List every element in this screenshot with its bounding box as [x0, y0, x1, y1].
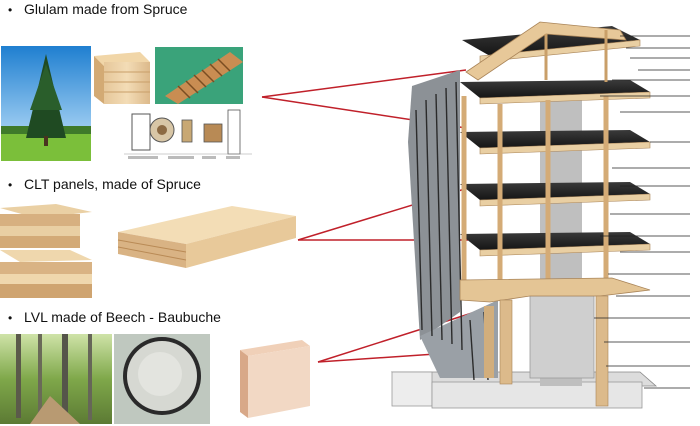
glulam-diagram-icon — [118, 104, 260, 164]
label-lvl: LVL made of Beech - Baubuche — [24, 309, 221, 325]
bullet-clt: •CLT panels, made of Spruce — [8, 176, 201, 192]
building-section-icon — [390, 21, 690, 409]
finger-joint-icon — [155, 47, 243, 104]
bullet-glulam: •Glulam made from Spruce — [8, 1, 188, 17]
beech-log-section-icon — [114, 334, 210, 424]
clt-panel-icon — [117, 206, 296, 268]
lvl-board-icon — [240, 340, 310, 418]
clt-panel-stack-icon — [0, 204, 92, 298]
spruce-tree-icon — [1, 46, 91, 161]
label-glulam: Glulam made from Spruce — [24, 1, 188, 17]
label-clt: CLT panels, made of Spruce — [24, 176, 201, 192]
bullet-lvl: •LVL made of Beech - Baubuche — [8, 309, 221, 325]
glulam-beam-icon — [94, 52, 150, 104]
beech-forest-icon — [0, 334, 112, 424]
